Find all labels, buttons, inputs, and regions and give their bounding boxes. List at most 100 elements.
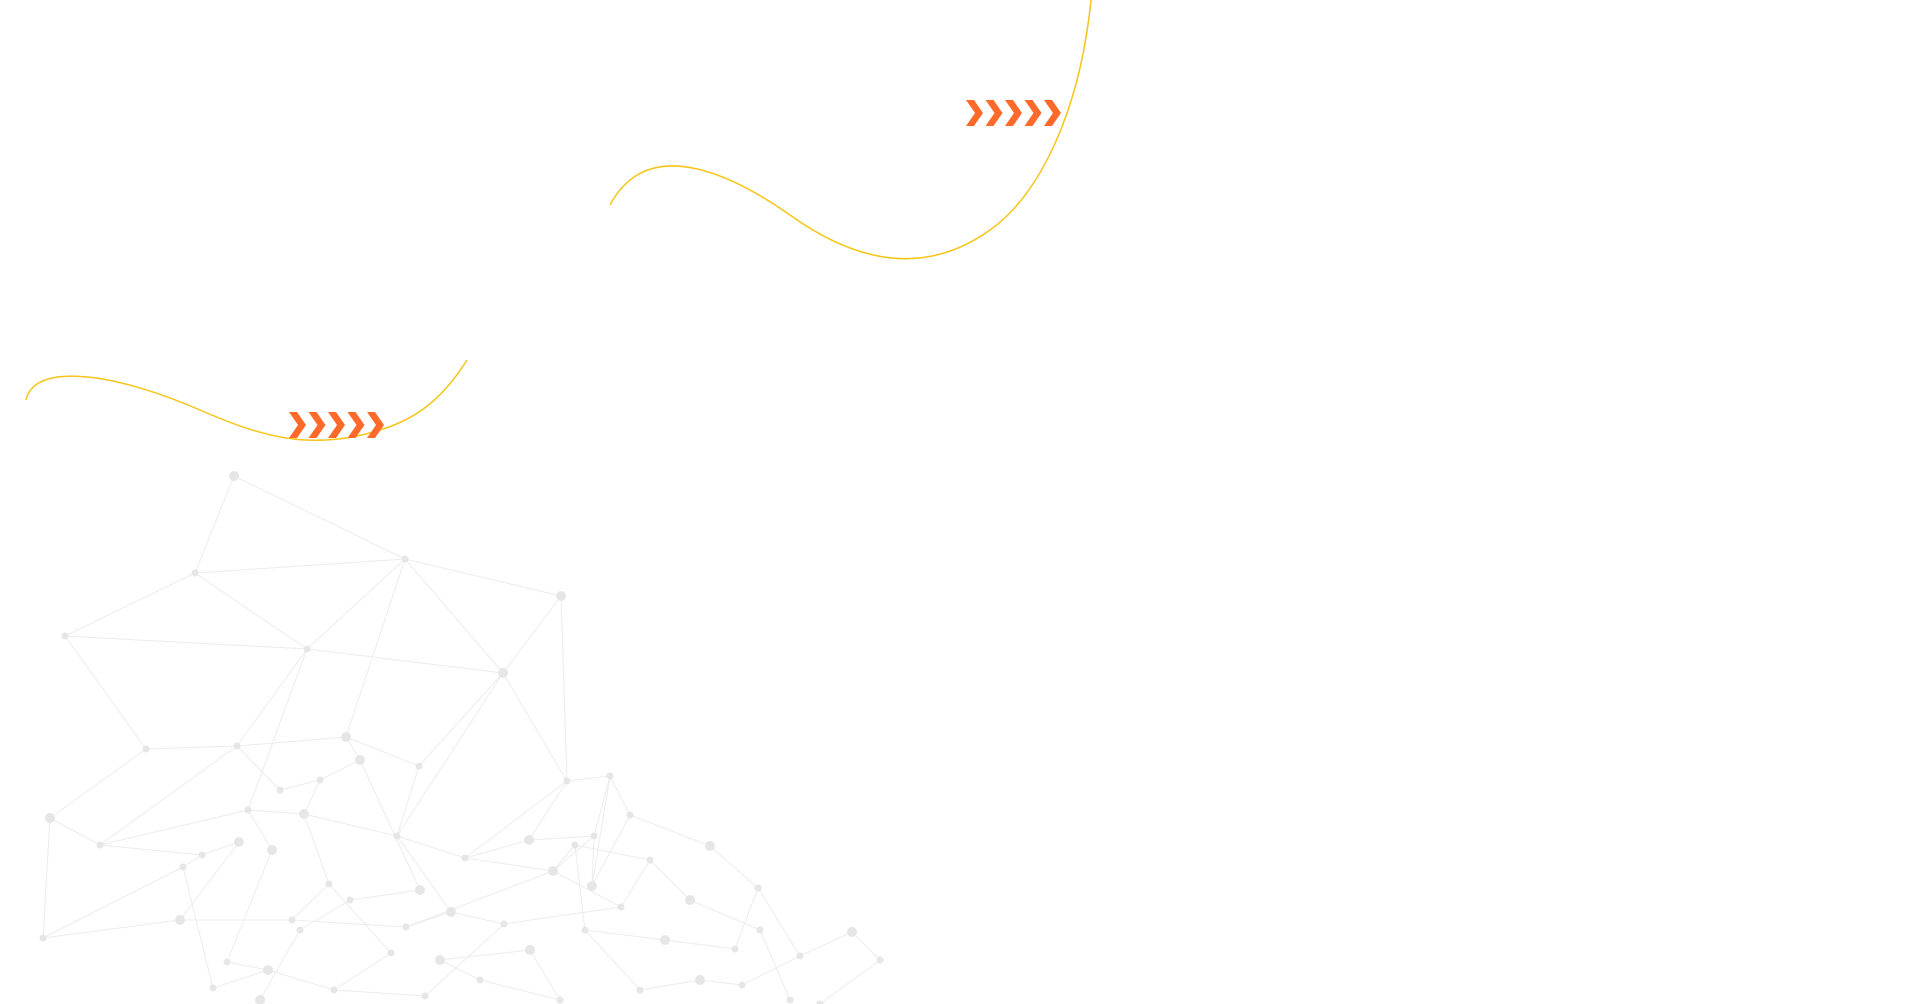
network-edge <box>42 817 51 939</box>
network-node <box>387 949 395 957</box>
network-edge <box>396 672 504 837</box>
network-node <box>223 958 231 966</box>
chevron-right-icon <box>367 412 384 438</box>
network-node <box>263 965 273 975</box>
network-node <box>626 811 634 819</box>
network-edge <box>247 809 305 815</box>
chevron-arrows-upper-icon <box>966 100 1061 126</box>
network-edge <box>404 558 562 597</box>
network-edge <box>42 919 181 939</box>
network-edge <box>639 979 701 991</box>
network-edge <box>405 870 554 928</box>
network-edge <box>529 949 561 1001</box>
network-edge <box>179 841 240 921</box>
network-node <box>587 881 597 891</box>
network-edge <box>560 595 568 782</box>
network-node <box>636 986 644 994</box>
network-node <box>796 952 804 960</box>
network-edge <box>566 775 611 782</box>
network-node <box>563 777 571 785</box>
network-edge <box>799 931 853 957</box>
network-edge <box>503 906 622 925</box>
network-edge <box>620 859 651 908</box>
network-edge <box>424 923 505 997</box>
network-edge <box>439 959 481 981</box>
network-node <box>299 809 309 819</box>
network-node <box>175 915 185 925</box>
network-node <box>255 995 265 1004</box>
network-edge <box>212 969 269 989</box>
network-node <box>45 813 55 823</box>
network-edge <box>42 866 184 939</box>
network-edge <box>591 814 631 887</box>
network-edge <box>349 889 421 901</box>
network-node <box>198 851 206 859</box>
network-edge <box>64 572 196 637</box>
network-edge <box>233 475 406 560</box>
network-node <box>96 841 104 849</box>
network-node <box>876 956 884 964</box>
network-node <box>191 569 199 577</box>
network-edge <box>291 919 407 928</box>
network-node <box>581 926 589 934</box>
network-node <box>556 591 566 601</box>
network-edge <box>593 775 611 837</box>
network-edge <box>528 835 595 841</box>
network-edge <box>574 844 586 931</box>
network-node <box>415 885 425 895</box>
network-node <box>548 866 558 876</box>
network-node <box>498 668 508 678</box>
network-edge <box>396 765 420 837</box>
network-edge <box>584 929 666 941</box>
network-node <box>402 923 410 931</box>
network-node <box>325 880 333 888</box>
network-edge <box>236 736 347 747</box>
network-edge <box>345 558 406 738</box>
network-edge <box>319 759 361 781</box>
network-node <box>590 832 598 840</box>
network-edge <box>418 672 504 767</box>
network-node <box>500 920 508 928</box>
network-node <box>754 884 762 892</box>
network-edge <box>194 558 406 574</box>
network-edge <box>64 635 147 750</box>
network-edge <box>303 779 321 815</box>
network-edge <box>709 845 759 889</box>
network-edge <box>359 759 421 891</box>
network-node <box>341 732 351 742</box>
chevron-right-icon <box>1044 100 1061 126</box>
chevron-right-icon <box>347 412 365 438</box>
network-edge <box>404 558 504 674</box>
network-edge <box>259 929 301 1001</box>
network-edge <box>194 475 235 574</box>
chevron-right-icon <box>1005 100 1022 126</box>
network-edge <box>664 939 736 950</box>
network-graph-pattern <box>39 471 884 1004</box>
network-edge <box>333 989 426 997</box>
network-edge <box>405 911 452 928</box>
network-node <box>524 835 534 845</box>
network-node <box>556 996 564 1004</box>
chevron-arrows-lower-icon <box>289 412 384 438</box>
network-edge <box>279 779 321 791</box>
network-node <box>525 945 535 955</box>
network-edge <box>247 648 308 811</box>
network-edge <box>502 672 568 782</box>
network-edge <box>99 809 249 846</box>
network-edge <box>247 809 273 851</box>
network-edge <box>591 775 611 887</box>
chevron-right-icon <box>1024 100 1042 126</box>
network-edge <box>649 859 691 901</box>
network-edge <box>226 849 273 963</box>
network-edge <box>201 841 240 856</box>
network-edge <box>759 929 791 1001</box>
network-edge <box>464 839 530 859</box>
chevron-right-icon <box>308 412 326 438</box>
network-node <box>571 841 579 849</box>
chevron-right-icon <box>985 100 1003 126</box>
network-node <box>296 926 304 934</box>
network-node <box>617 903 625 911</box>
network-edge <box>64 635 308 650</box>
network-edge <box>439 949 531 961</box>
